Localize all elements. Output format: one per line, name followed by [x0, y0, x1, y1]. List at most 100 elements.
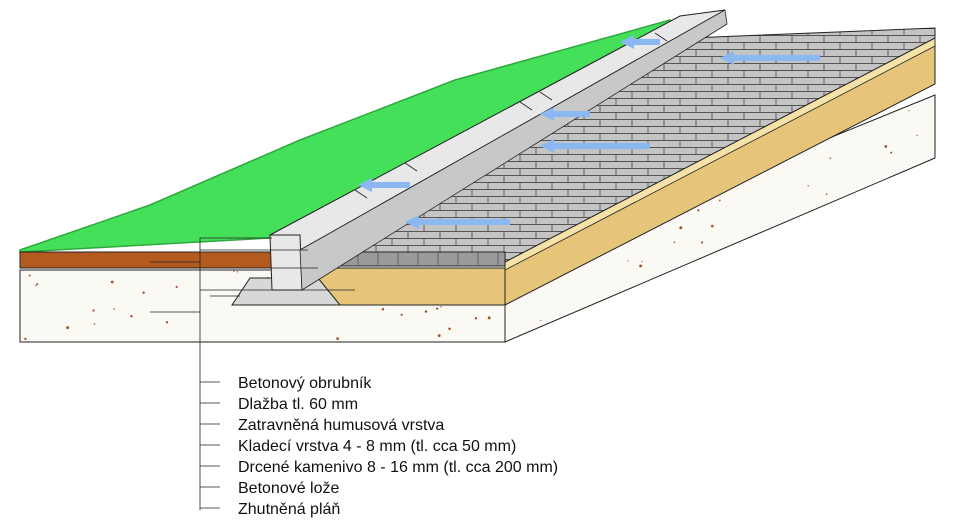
- gravel-dot: [627, 260, 629, 262]
- gravel-dot: [149, 166, 153, 170]
- curb-joint: [354, 189, 368, 199]
- gravel-dot: [247, 147, 251, 151]
- leader-lines: [150, 237, 355, 510]
- legend-label-bedding: Kladecí vrstva 4 - 8 mm (tl. cca 50 mm): [238, 438, 516, 455]
- gravel-dot: [130, 147, 133, 150]
- gravel-dot: [27, 161, 30, 164]
- gravel-dot: [37, 111, 40, 113]
- gravel-dot: [165, 321, 169, 324]
- gravel-dot: [234, 129, 237, 132]
- gravel-dot: [400, 313, 403, 316]
- gravel-dot: [23, 123, 27, 127]
- gravel-dot: [28, 177, 31, 180]
- legend: Betonový obrubník Dlažba tl. 60 mm Zatra…: [200, 375, 558, 518]
- gravel-dot: [867, 240, 870, 244]
- gravel-dot: [825, 193, 828, 196]
- gravel-dot: [339, 115, 342, 117]
- legend-item-3: Zatravněná humusová vrstva: [200, 417, 444, 434]
- gravel-dot: [440, 306, 442, 308]
- gravel-dot: [68, 164, 71, 167]
- gravel-dot: [663, 338, 665, 340]
- gravel-dot: [540, 319, 542, 322]
- gravel-dot: [229, 144, 232, 147]
- legend-label-gravel: Drcené kamenivo 8 - 16 mm (tl. cca 200 m…: [238, 459, 558, 476]
- curb-block-joints: [354, 32, 668, 199]
- gravel-dot: [916, 134, 918, 137]
- gravel-dot: [707, 322, 709, 325]
- gravel-dot: [233, 270, 235, 272]
- gravel-dot: [336, 337, 339, 340]
- legend-label-humus: Zatravněná humusová vrstva: [238, 417, 444, 434]
- gravel-dot: [740, 260, 742, 263]
- gravel-dot: [110, 280, 114, 284]
- gravel-dot: [697, 209, 700, 212]
- gravel-dot: [845, 209, 848, 212]
- legend-label-paving: Dlažba tl. 60 mm: [238, 396, 358, 413]
- gravel-dot: [24, 235, 27, 238]
- legend-label-curb: Betonový obrubník: [238, 375, 372, 392]
- gravel-dot: [639, 264, 643, 268]
- gravel-dot: [148, 143, 151, 146]
- gravel-dot: [896, 232, 898, 235]
- gravel-dot: [130, 185, 134, 189]
- flow-arrow-icon: [358, 178, 410, 192]
- gravel-dot: [216, 170, 220, 174]
- gravel-dot: [98, 105, 101, 108]
- gravel-dot: [348, 81, 351, 84]
- gravel-dot: [701, 241, 704, 244]
- gravel-dot: [139, 151, 142, 154]
- gravel-dot: [193, 178, 196, 181]
- gravel-dot: [129, 131, 132, 134]
- flow-arrow-icon: [405, 215, 510, 229]
- gravel-dot: [922, 247, 925, 249]
- gravel-dot: [36, 283, 39, 286]
- gravel-dot: [152, 101, 154, 103]
- gravel-dot: [103, 207, 106, 209]
- curb-front-face: [269, 234, 303, 291]
- gravel-dot: [847, 229, 849, 232]
- gravel-dot: [142, 291, 145, 294]
- gravel-dot: [895, 185, 897, 187]
- gravel-dot: [99, 119, 102, 121]
- gravel-dot: [42, 151, 45, 154]
- gravel-dot: [113, 308, 115, 310]
- gravel-dot: [918, 186, 920, 188]
- gravel-dot: [424, 310, 428, 313]
- gravel-dot: [93, 323, 96, 325]
- gravel-dot: [673, 241, 676, 244]
- flow-arrow-icon: [540, 107, 590, 121]
- gravel-dot: [487, 316, 491, 320]
- concrete-curb: [268, 9, 728, 291]
- gravel-dot: [298, 67, 300, 69]
- gravel-dot: [703, 296, 706, 300]
- gravel-dot: [243, 74, 245, 76]
- gravel-dot: [23, 116, 26, 120]
- gravel-dot: [236, 271, 239, 273]
- gravel-dot: [731, 256, 733, 259]
- gravel-dot: [785, 330, 788, 333]
- grass-surface: [19, 19, 682, 253]
- curb-joint: [539, 91, 553, 101]
- gravel-dot: [173, 59, 176, 62]
- flow-arrow-icon: [620, 35, 660, 49]
- gravel-dot: [811, 245, 814, 248]
- gravel-dot: [47, 212, 50, 214]
- gravel-dot: [422, 84, 425, 87]
- gravel-dot: [845, 255, 848, 259]
- gravel-dot: [926, 300, 929, 304]
- gravel-dot: [715, 285, 718, 289]
- gravel-dot: [104, 186, 107, 189]
- curb-side-face: [299, 9, 728, 291]
- gravel-dot: [704, 317, 708, 320]
- gravel-dot: [28, 274, 31, 277]
- curb-joint: [654, 32, 668, 42]
- gravel-dot: [381, 307, 385, 311]
- gravel-dot: [718, 199, 721, 202]
- gravel-dot: [330, 89, 332, 91]
- gravel-dot: [35, 284, 37, 287]
- legend-item-5: Drcené kamenivo 8 - 16 mm (tl. cca 200 m…: [200, 459, 558, 476]
- gravel-dot: [105, 200, 107, 202]
- gravel-dot: [123, 152, 126, 155]
- gravel-dot: [24, 337, 27, 341]
